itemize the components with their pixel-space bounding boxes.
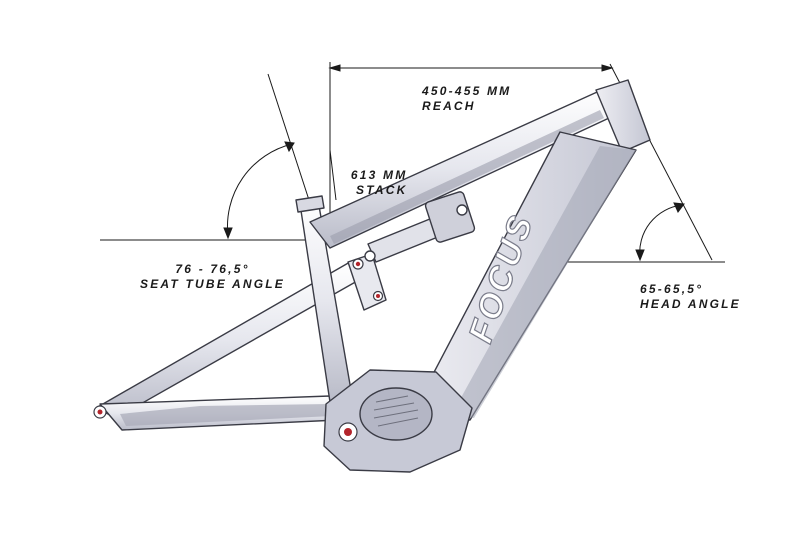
rear-axle-pivot-center [97,409,103,415]
head-angle-caption: HEAD ANGLE [640,297,741,311]
chainstay-shadow [120,404,332,426]
bottom-bracket-center [344,428,352,436]
head-tube [595,79,651,153]
shock-mount-top [456,204,468,216]
head-angle-arc [639,204,683,259]
pivot-points [93,258,384,442]
seat-angle-arc [226,143,293,237]
shock-mount-bottom [364,250,376,262]
seat-angle-arrow-bottom [223,227,233,240]
stack-label: 613 MM STACK [342,168,407,198]
head-angle-label: 65-65,5° HEAD ANGLE [640,282,741,312]
motor-vent-lines [373,395,419,427]
reach-arrow-left [328,64,341,72]
stack-leader-line [329,149,337,201]
link-pivot-center [376,294,380,298]
seat-tube-collar [295,195,325,213]
stack-value: 613 MM [350,168,408,182]
stack-caption: STACK [356,183,408,197]
frame [95,79,651,473]
seat-tube-angle-label: 76 - 76,5° SEAT TUBE ANGLE [140,262,285,292]
seat-angle-caption: SEAT TUBE ANGLE [140,277,286,291]
seat-angle-value: 76 - 76,5° [175,262,250,276]
reach-arrow-right [601,64,614,72]
reach-label: 450-455 MM REACH [422,84,511,114]
head-angle-arrow-bottom [635,249,645,262]
rocker-pivot-center [355,261,361,267]
down-tube-shadow [452,146,636,418]
head-angle-value: 65-65,5° [640,282,704,296]
reach-caption: REACH [422,99,476,113]
top-tube-highlight [330,110,604,244]
reach-value: 450-455 MM [422,84,512,98]
seat-angle-arrow-top [284,141,295,153]
head-angle-arrow-top [673,202,685,213]
